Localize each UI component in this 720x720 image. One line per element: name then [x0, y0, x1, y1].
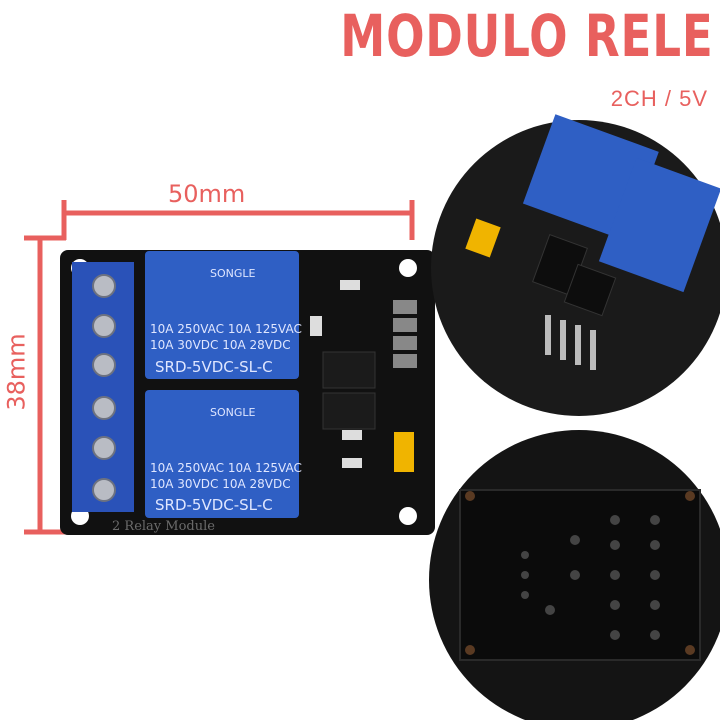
silkscreen-label: 2 Relay Module	[112, 519, 215, 534]
height-dimension-label: 38mm	[2, 333, 31, 411]
relay1-brand: SONGLE	[210, 267, 256, 280]
relay1-rating2: 10A 30VDC 10A 28VDC	[150, 338, 291, 352]
width-dimension-label: 50mm	[168, 180, 246, 208]
relay1-model: SRD-5VDC-SL-C	[155, 358, 273, 376]
relay2-rating2: 10A 30VDC 10A 28VDC	[150, 477, 291, 491]
page-title: MODULO RELE	[340, 2, 714, 70]
relay1-rating1: 10A 250VAC 10A 125VAC	[150, 322, 302, 336]
detail-photo-top	[431, 114, 720, 416]
relay2-model: SRD-5VDC-SL-C	[155, 496, 273, 514]
relay2-brand: SONGLE	[210, 406, 256, 419]
relay2-rating1: 10A 250VAC 10A 125VAC	[150, 461, 302, 475]
detail-photo-bottom	[429, 430, 720, 720]
width-dimension-line	[61, 200, 415, 240]
relay-module-board	[60, 250, 435, 535]
height-dimension-line	[24, 235, 66, 535]
page-subtitle: 2CH / 5V	[610, 86, 708, 111]
